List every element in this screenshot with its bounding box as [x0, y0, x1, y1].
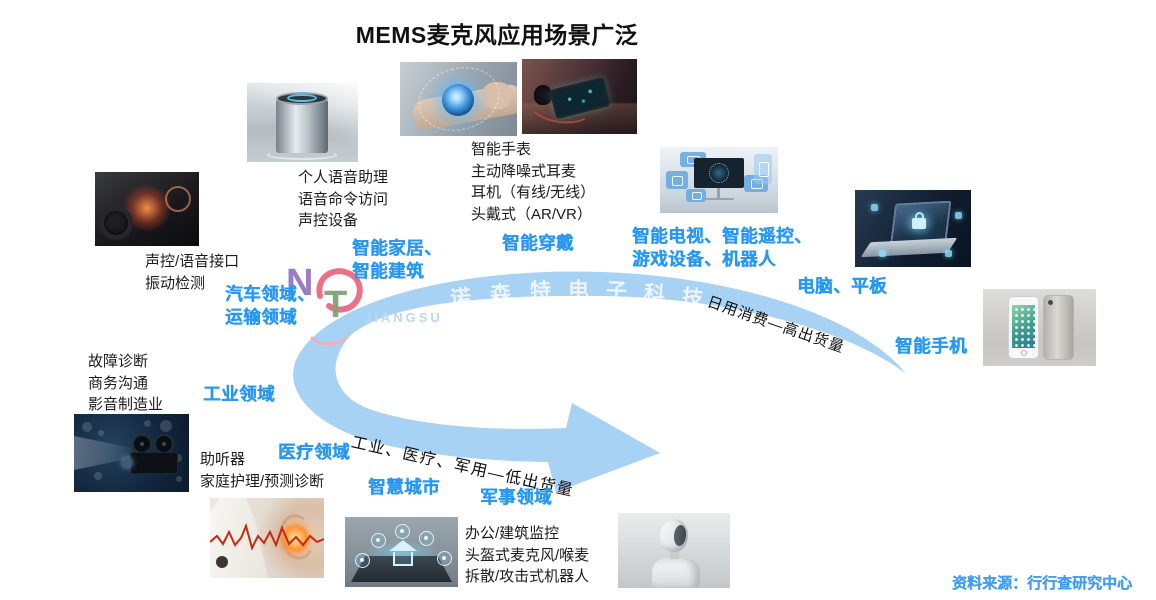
image-phone-headset [522, 59, 637, 134]
fist [482, 82, 512, 109]
speaker-cylinder [276, 97, 328, 153]
app-tile [686, 189, 706, 202]
tv-base [704, 198, 734, 200]
watermark-logo-letter-t: T [324, 284, 348, 326]
water-ripple [267, 150, 337, 160]
bokeh-dot [144, 420, 151, 427]
speaker-led-ring [287, 94, 317, 102]
desc-military: 办公/建筑监控 头盔式麦克风/喉麦 拆散/攻击式机器人 [465, 525, 590, 585]
iot-node-icon [395, 524, 410, 539]
watermark-char: 森 [489, 282, 512, 307]
category-medical: 医疗领域 [278, 442, 350, 462]
image-car-dashboard [95, 172, 199, 246]
arrow-label-consumer: 日用消费—高出货量 [704, 293, 847, 357]
lock-node-icon [955, 212, 962, 219]
image-smart-tv [660, 147, 778, 213]
page-title: MEMS麦克风应用场景广泛 [355, 22, 639, 48]
bokeh-dot [176, 476, 182, 482]
steering-wheel [99, 206, 133, 240]
image-smartphone [983, 289, 1096, 366]
category-automotive: 汽车领域、 运输领域 [225, 284, 315, 327]
home-button [1020, 350, 1027, 356]
phone-front [1008, 296, 1039, 359]
bokeh-dot [94, 472, 102, 480]
phone-back [1043, 295, 1074, 360]
camera-dot [1048, 300, 1053, 305]
image-film-projector [74, 414, 189, 492]
laptop-keyboard [860, 237, 958, 258]
category-pc-tablet: 电脑、平板 [797, 276, 887, 296]
watermark-char: 电 [567, 278, 590, 303]
watermark-char: 诺 [449, 286, 473, 311]
app-panel [754, 154, 772, 184]
instrument-dial [165, 186, 191, 212]
image-smart-city [345, 517, 458, 587]
robot-neck [670, 550, 679, 559]
iot-node-icon [355, 553, 370, 568]
phone-screen [1012, 305, 1035, 348]
category-smart-city: 智慧城市 [368, 477, 440, 497]
watermark-char: 特 [529, 279, 552, 304]
watch-face [442, 84, 474, 116]
house-icon [389, 540, 417, 551]
watermark-char: 科 [642, 282, 666, 307]
robot-torso [652, 558, 700, 588]
projector-lens [123, 458, 132, 467]
padlock-icon [915, 212, 924, 220]
lock-node-icon [879, 250, 886, 257]
iot-node-icon [419, 531, 434, 546]
bokeh-dot [98, 430, 104, 436]
source-note: 资料来源：行行查研究中心 [951, 575, 1132, 592]
bokeh-dot [174, 454, 182, 462]
desc-smart-home: 个人语音助理 语音命令访问 声控设备 [298, 169, 389, 229]
iot-node-icon [371, 533, 386, 548]
padlock-icon [912, 218, 926, 229]
category-tv-gaming: 智能电视、智能遥控、 游戏设备、机器人 [632, 226, 812, 269]
audio-waveform [210, 522, 324, 551]
app-tile [666, 171, 688, 189]
film-reel [154, 434, 174, 454]
bokeh-dot [160, 420, 172, 432]
headphone-earcup [534, 85, 552, 105]
image-robot [618, 513, 730, 588]
iot-node-icon [437, 551, 452, 566]
category-industrial: 工业领域 [203, 384, 275, 404]
watermark-char: 子 [605, 279, 628, 304]
category-wearables: 智能穿戴 [502, 233, 574, 253]
category-smart-home: 智能家居、 智能建筑 [352, 238, 442, 281]
lock-node-icon [945, 250, 952, 257]
projector-body [130, 452, 178, 474]
film-reel [132, 434, 152, 454]
globe-icon [709, 163, 729, 183]
stethoscope [216, 556, 228, 568]
watermark-company-en: JIANGSU [364, 310, 443, 325]
watermark-char: 技 [680, 285, 705, 312]
category-smartphone: 智能手机 [895, 336, 967, 356]
image-smartwatch [400, 62, 517, 136]
tv-stand [717, 188, 720, 198]
category-military: 军事领域 [480, 487, 552, 507]
desc-automotive: 声控/语音接口 振动检测 [145, 253, 240, 292]
desc-wearables: 智能手表 主动降噪式耳麦 耳机（有线/无线） 头戴式（AR/VR） [471, 141, 596, 223]
image-smart-speaker [247, 83, 358, 162]
desc-industrial: 故障诊断 商务沟通 影音制造业 [88, 353, 164, 413]
house-icon [393, 552, 413, 566]
image-laptop-security [855, 190, 971, 267]
image-hearing-aid [210, 498, 324, 578]
lock-node-icon [871, 204, 878, 211]
tv-screen [694, 158, 744, 188]
bokeh-dot [82, 422, 92, 432]
